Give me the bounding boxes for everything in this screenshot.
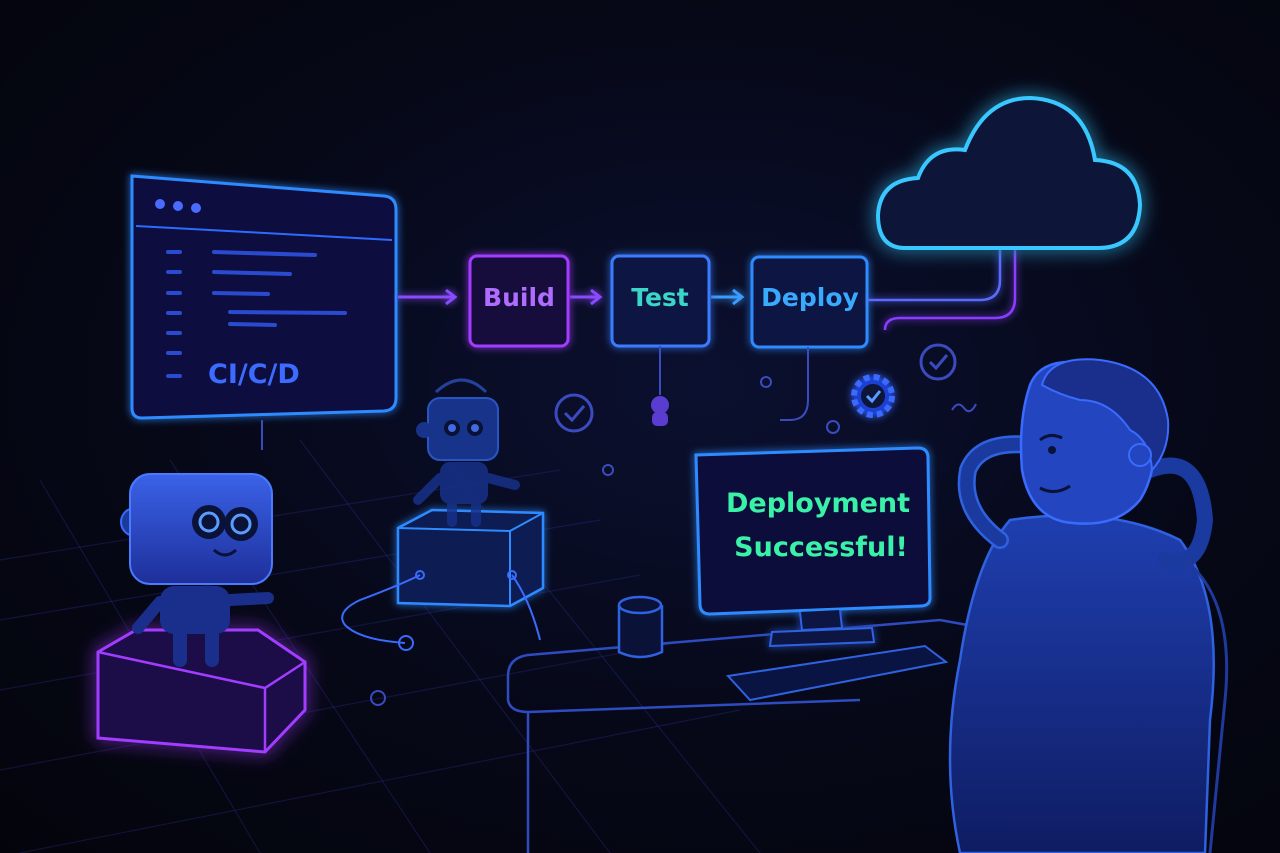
drop-lines bbox=[261, 346, 809, 450]
stage-build bbox=[468, 254, 570, 348]
mini-bot-icon bbox=[651, 396, 669, 426]
monitor bbox=[694, 446, 932, 648]
stage-deploy-label: Deploy bbox=[761, 283, 859, 312]
stage-deploy bbox=[750, 255, 869, 349]
pedestal-front bbox=[96, 628, 307, 754]
gear-check-icon bbox=[851, 374, 895, 418]
person-illustration bbox=[948, 358, 1215, 853]
stage-test-label: Test bbox=[631, 283, 689, 312]
mug bbox=[617, 595, 664, 659]
robot-icon bbox=[413, 378, 520, 527]
deploy-message-line2: Successful! bbox=[734, 532, 908, 563]
code-lines bbox=[166, 250, 347, 378]
decor-dots bbox=[370, 376, 977, 706]
deploy-message-line1: Deployment bbox=[726, 488, 910, 519]
pipeline-arrows bbox=[398, 288, 745, 306]
cables bbox=[341, 570, 541, 651]
cloud-icon bbox=[875, 95, 1143, 250]
editor-label: CI/C/D bbox=[208, 359, 300, 390]
keyboard bbox=[725, 644, 949, 702]
pedestal-back bbox=[396, 508, 545, 608]
check-circle-icon bbox=[554, 393, 594, 433]
window-dots bbox=[155, 199, 201, 213]
chair bbox=[1184, 558, 1229, 853]
cloud-connectors bbox=[868, 250, 1017, 331]
stage-build-label: Build bbox=[483, 283, 555, 312]
check-circle-icon bbox=[919, 343, 957, 381]
code-editor-window bbox=[130, 174, 398, 420]
desk bbox=[506, 618, 1051, 853]
robot-icon bbox=[120, 473, 274, 667]
